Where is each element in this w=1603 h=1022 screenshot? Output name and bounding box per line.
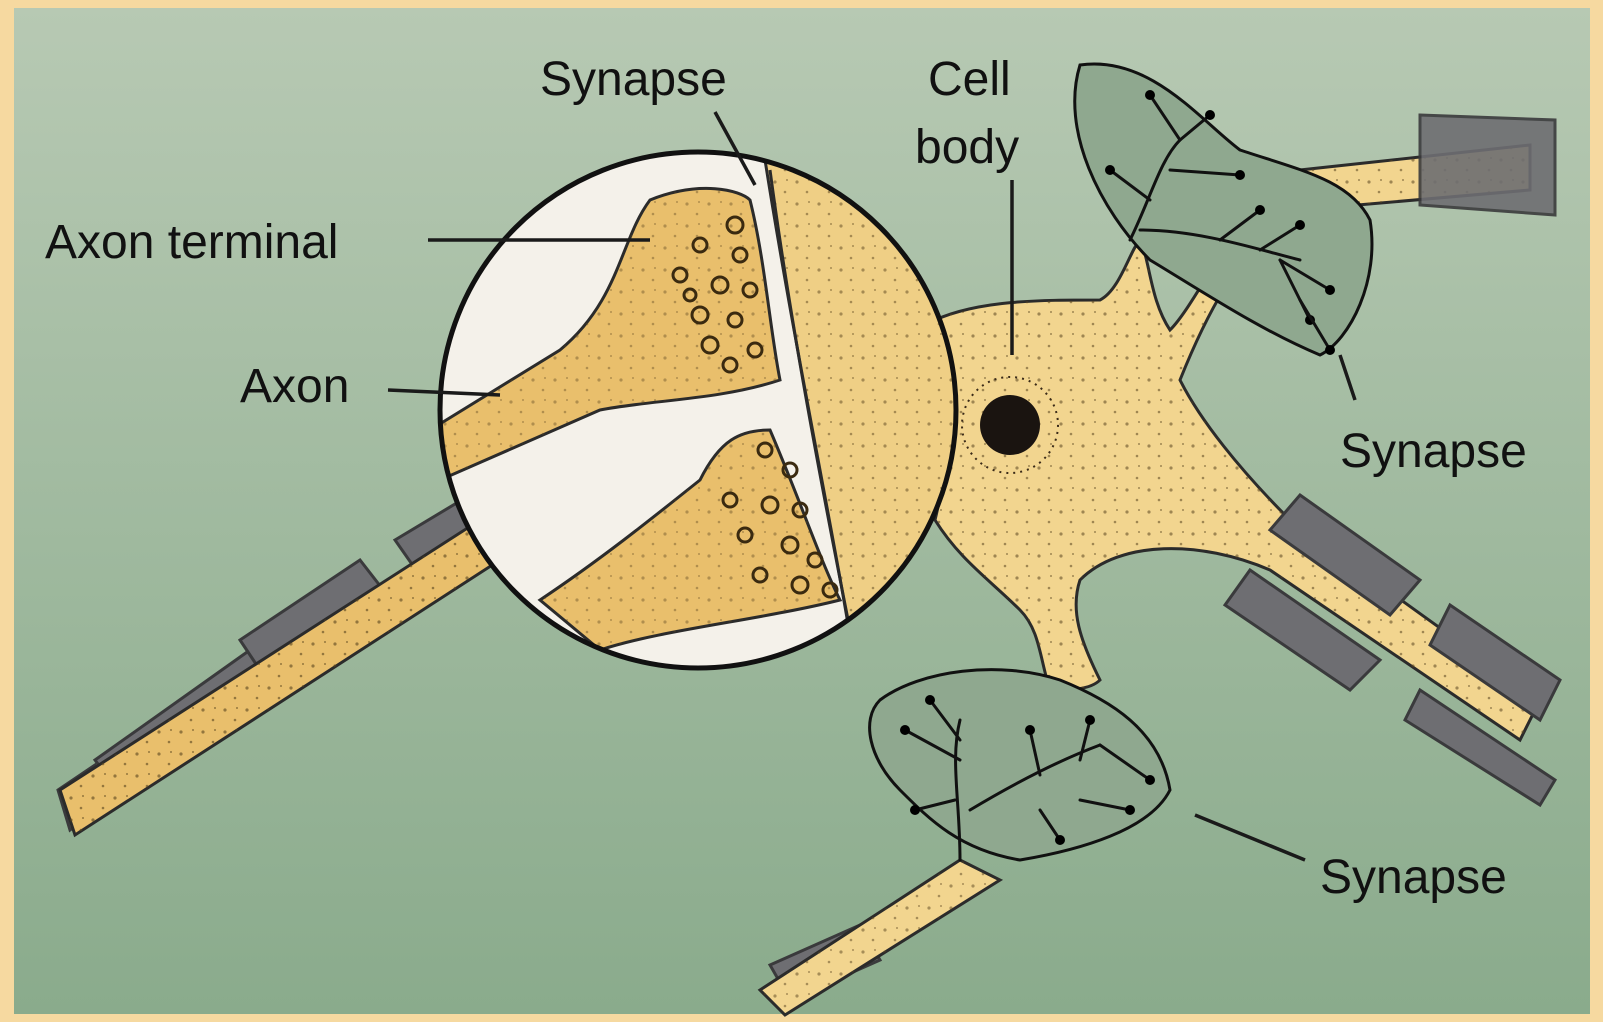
nucleus — [980, 395, 1040, 455]
cell-body-text-line1: Cell — [928, 53, 1011, 106]
axon-text: Axon — [240, 360, 349, 413]
synapse-bottom-text: Synapse — [1320, 851, 1507, 904]
cell-body-text-line2: body — [915, 121, 1019, 174]
synapse-top-text: Synapse — [540, 53, 727, 106]
axon-terminal-text: Axon terminal — [45, 216, 338, 269]
synapse-right-text: Synapse — [1340, 425, 1527, 478]
